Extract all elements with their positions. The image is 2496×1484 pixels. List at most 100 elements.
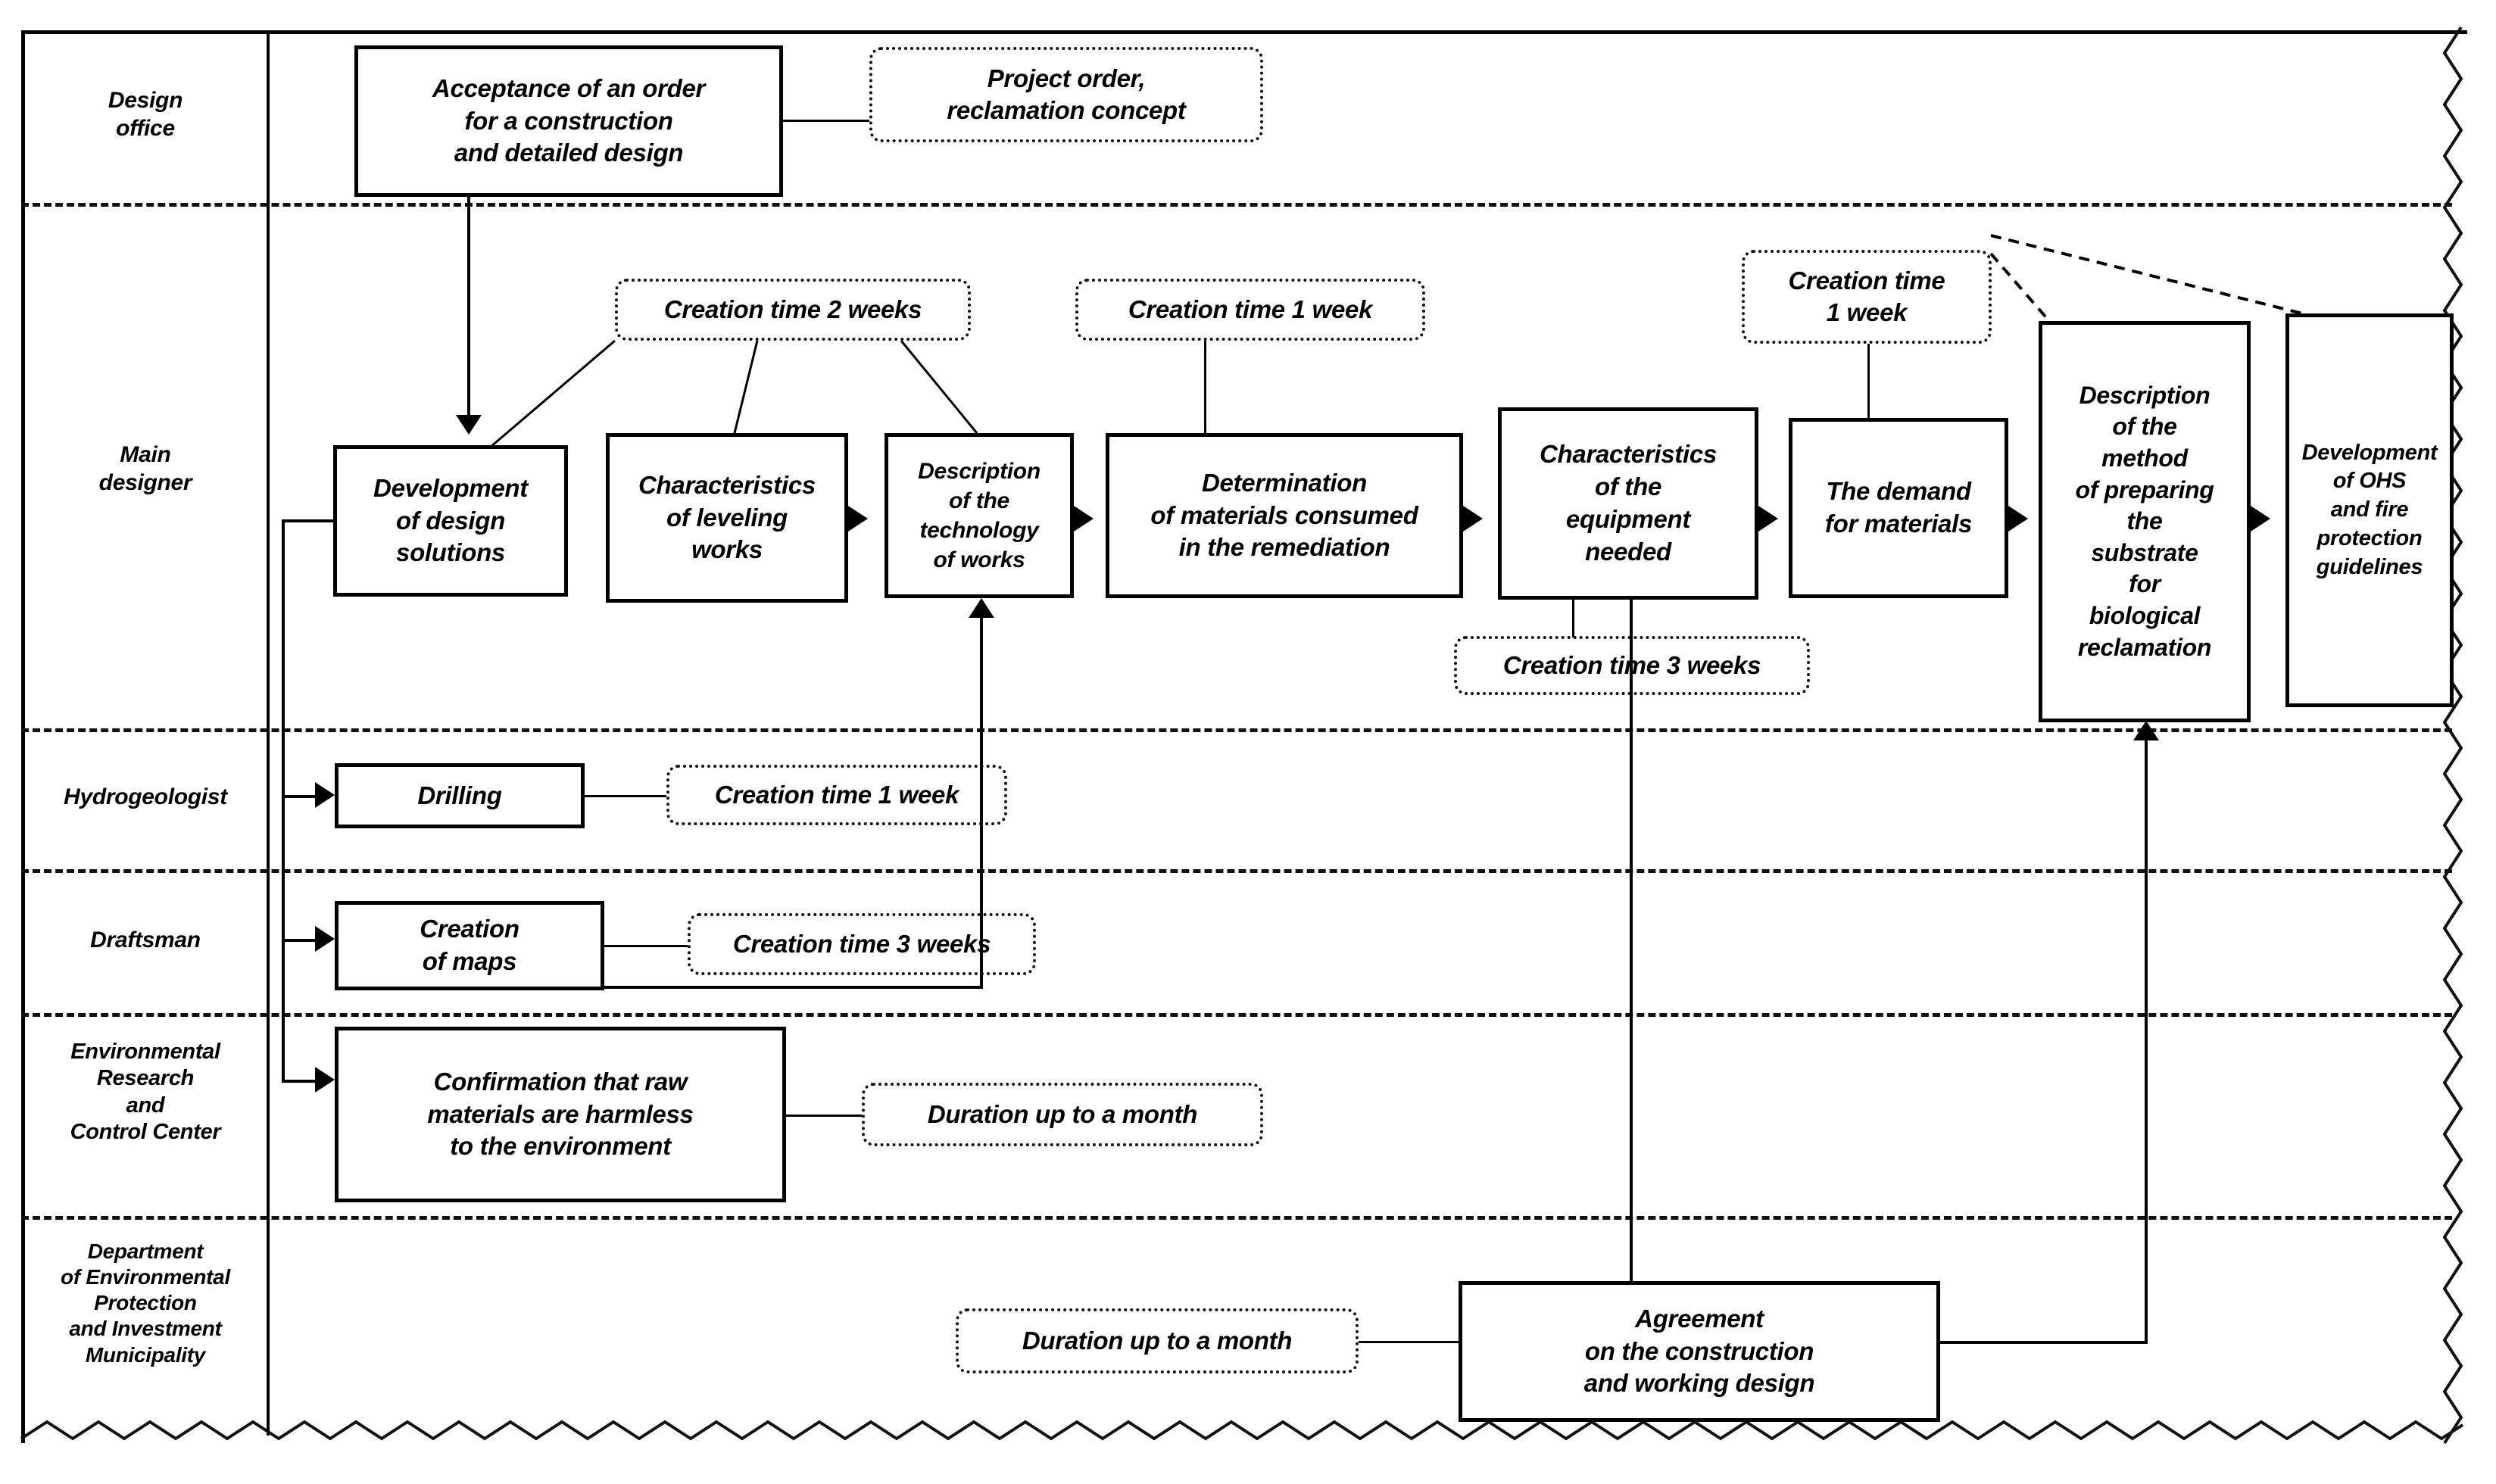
right-zigzag-edge xyxy=(2442,26,2463,1445)
arrowhead-equipment-to-demand xyxy=(1758,506,1778,532)
link-note-to-agreement xyxy=(1359,1341,1459,1343)
note-project-order: Project order,reclamation concept xyxy=(869,47,1263,142)
link-agreement-feedback-vertical xyxy=(2145,739,2148,1342)
note-creation-time-2-weeks: Creation time 2 weeks xyxy=(615,279,971,341)
note-creation-time-3-weeks-maps-label: Creation time 3 weeks xyxy=(732,929,991,958)
link-confirmation-to-note xyxy=(786,1115,862,1117)
leader-2weeks-to-technology xyxy=(900,340,978,434)
lane-divider-1 xyxy=(21,203,2452,207)
spine-vertical xyxy=(282,519,285,1080)
note-duration-up-to-a-month-erc: Duration up to a month xyxy=(862,1083,1263,1146)
leader-1week-to-method xyxy=(1989,252,2051,323)
lane-label-hydrogeologist: Hydrogeologist xyxy=(64,784,227,809)
link-maps-to-note xyxy=(604,945,688,947)
arrowhead-demand-to-method xyxy=(2008,506,2028,532)
link-drilling-to-note xyxy=(585,795,666,797)
link-maps-riser-vertical xyxy=(980,613,983,986)
link-maps-riser-horizontal xyxy=(604,986,983,989)
note-creation-time-3-weeks-maps: Creation time 3 weeks xyxy=(688,913,1036,975)
note-creation-time-1-week-materials: Creation time 1 week xyxy=(1075,279,1425,341)
note-duration-up-to-a-month-agreement: Duration up to a month xyxy=(956,1308,1359,1373)
note-duration-up-to-a-month-agreement-label: Duration up to a month xyxy=(1022,1326,1293,1355)
box-drilling[interactable]: Drilling xyxy=(335,763,585,828)
frame-top-border xyxy=(21,30,2467,34)
label-column-separator-1 xyxy=(267,30,270,203)
label-column-separator-4 xyxy=(267,869,270,1013)
arrowhead-into-drilling xyxy=(315,782,335,808)
arrowhead-into-development xyxy=(456,415,482,435)
lane-divider-2 xyxy=(21,728,2452,732)
arrowhead-method-to-ohs xyxy=(2251,506,2270,532)
arrowhead-into-maps xyxy=(315,926,335,952)
label-column-separator-2 xyxy=(267,203,270,728)
spine-stub-to-development xyxy=(282,519,336,522)
link-acceptance-to-project-order xyxy=(783,120,869,122)
leader-2weeks-to-leveling xyxy=(732,340,759,440)
spine-branch-to-confirmation xyxy=(282,1080,318,1083)
note-creation-time-1-week-drilling-label: Creation time 1 week xyxy=(714,780,959,809)
arrowhead-into-method-from-agreement xyxy=(2133,721,2159,740)
arrowhead-leveling-to-technology xyxy=(848,506,868,532)
label-column-separator-3 xyxy=(267,728,270,869)
spine-branch-to-maps xyxy=(282,939,318,942)
bottom-zigzag-edge xyxy=(20,1420,2464,1441)
label-column-separator-6 xyxy=(267,1216,270,1436)
leader-1week-to-ohs xyxy=(1990,234,2303,315)
box-drilling-label: Drilling xyxy=(417,781,502,809)
lane-divider-5 xyxy=(21,1216,2452,1220)
link-acceptance-to-development xyxy=(467,197,470,424)
note-creation-time-1-week-materials-label: Creation time 1 week xyxy=(1128,295,1373,323)
link-1week-to-determination xyxy=(1204,341,1206,441)
link-equipment-to-3weeks-note xyxy=(1572,600,1574,638)
arrowhead-technology-to-determination xyxy=(1074,506,1094,532)
note-project-order-label: Project order,reclamation concept xyxy=(947,64,1186,124)
arrowhead-into-technology xyxy=(969,598,994,618)
note-creation-time-2-weeks-label: Creation time 2 weeks xyxy=(663,295,922,323)
note-duration-up-to-a-month-erc-label: Duration up to a month xyxy=(927,1099,1198,1128)
lane-divider-3 xyxy=(21,869,2452,873)
note-creation-time-1-week-drilling: Creation time 1 week xyxy=(666,765,1007,825)
link-equipment-to-agreement xyxy=(1630,600,1633,1295)
arrowhead-into-confirmation xyxy=(315,1067,335,1093)
arrowhead-determination-to-equipment xyxy=(1463,506,1483,532)
lane-divider-4 xyxy=(21,1013,2452,1017)
link-agreement-feedback-horizontal xyxy=(1937,1341,2148,1344)
frame-left-border xyxy=(21,30,25,1443)
label-column-separator-5 xyxy=(267,1013,270,1216)
link-1week-to-demand xyxy=(1867,344,1870,427)
spine-branch-to-drilling xyxy=(282,795,318,798)
lane-label-draftsman: Draftsman xyxy=(90,928,201,952)
